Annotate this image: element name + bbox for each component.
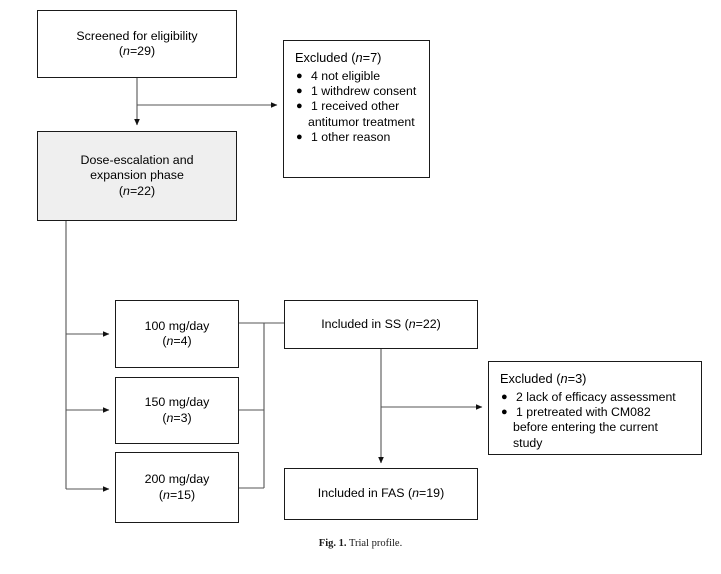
node-dose-200-line-2: (n=15) (159, 488, 195, 504)
paren-open: ( (162, 410, 167, 425)
bullet-icon: ● (296, 84, 303, 97)
paren-open: ( (118, 44, 124, 58)
node-included-fas-text: Included in FAS (n=19) (318, 486, 444, 502)
reason-text: 2 lack of efficacy assessment (516, 389, 676, 404)
node-included-ss-text: Included in SS (n=22) (321, 317, 441, 333)
italic-n: n (123, 183, 130, 198)
node-dose-200: 200 mg/day (n=15) (115, 452, 239, 523)
reason-text-continued: antitumor treatment (308, 114, 415, 129)
reason-text: 1 withdrew consent (311, 83, 417, 98)
node-dose-150-line-2: (n=3) (162, 411, 191, 427)
italic-n: n (166, 334, 174, 348)
node-dose-100: 100 mg/day (n=4) (115, 300, 239, 368)
node-dose-phase-line-2: expansion phase (90, 168, 184, 183)
excluded-bottom-title-prefix: Excluded ( (500, 371, 561, 386)
node-excluded-top: Excluded (n=7) ● 4 not eligible ● 1 with… (283, 40, 430, 178)
reason-text: 1 received other (311, 99, 400, 114)
node-included-fas: Included in FAS (n=19) (284, 468, 478, 520)
count-value: =4) (173, 334, 192, 348)
bullet-icon: ● (501, 390, 508, 403)
italic-n: n (166, 410, 174, 425)
count-value: =3) (173, 410, 192, 425)
count-value: =15) (169, 487, 196, 502)
node-dose-150: 150 mg/day (n=3) (115, 377, 239, 444)
paren-open: ( (158, 487, 164, 502)
reason-text: 1 pretreated with CM082 (516, 404, 651, 419)
reason-text: 4 not eligible (311, 68, 381, 83)
excluded-top-count: =7) (362, 50, 382, 65)
figure-caption: Fig. 1. Trial profile. (0, 538, 721, 549)
italic-n: n (355, 50, 363, 65)
node-dose-100-line-1: 100 mg/day (144, 318, 210, 333)
figure-caption-text: Trial profile. (348, 538, 403, 549)
node-dose-escalation-phase: Dose-escalation and expansion phase (n=2… (37, 131, 237, 221)
italic-n: n (123, 44, 130, 58)
list-item: ● 1 withdrew consent (295, 84, 421, 99)
paren-open: ( (162, 334, 167, 348)
italic-n: n (163, 487, 170, 502)
paren-open: ( (118, 183, 124, 198)
bullet-icon: ● (296, 100, 303, 113)
count-value: =29) (129, 44, 156, 58)
count-value: =22) (129, 183, 156, 198)
reason-text-continued-2: study (513, 435, 543, 450)
italic-n: n (408, 316, 416, 331)
included-ss-prefix: Included in SS ( (321, 316, 409, 331)
node-screened-for-eligibility: Screened for eligibility (n=29) (37, 10, 237, 78)
node-dose-100-line-2: (n=4) (162, 334, 191, 350)
excluded-bottom-reason-list: ● 2 lack of efficacy assessment ● 1 pret… (500, 390, 693, 452)
italic-n: n (412, 486, 420, 501)
figure-caption-label: Fig. 1. (318, 538, 347, 549)
node-screened-line-2: (n=29) (119, 44, 155, 60)
count-value: =19) (419, 486, 445, 501)
bullet-icon: ● (296, 131, 303, 144)
node-dose-phase-line-1: Dose-escalation and (80, 152, 194, 167)
list-item: ● 1 received other antitumor treatment (295, 99, 421, 130)
node-dose-150-line-1: 150 mg/day (144, 395, 210, 409)
node-screened-line-1: Screened for eligibility (76, 28, 198, 43)
node-included-ss: Included in SS (n=22) (284, 300, 478, 349)
excluded-bottom-title: Excluded (n=3) (500, 371, 693, 387)
excluded-top-title: Excluded (n=7) (295, 50, 421, 66)
excluded-top-reason-list: ● 4 not eligible ● 1 withdrew consent ● … (295, 69, 421, 146)
list-item: ● 1 pretreated with CM082 before enterin… (500, 405, 693, 451)
included-fas-prefix: Included in FAS ( (317, 486, 413, 501)
excluded-bottom-count: =3) (567, 371, 587, 386)
node-dose-phase-line-3: (n=22) (119, 184, 155, 200)
node-dose-200-line-1: 200 mg/day (144, 472, 210, 486)
list-item: ● 4 not eligible (295, 69, 421, 84)
count-value: =22) (415, 316, 441, 331)
node-excluded-bottom: Excluded (n=3) ● 2 lack of efficacy asse… (488, 361, 702, 455)
list-item: ● 1 other reason (295, 130, 421, 145)
excluded-top-title-prefix: Excluded ( (295, 50, 356, 65)
bullet-icon: ● (501, 405, 508, 418)
list-item: ● 2 lack of efficacy assessment (500, 390, 693, 405)
italic-n: n (560, 371, 568, 386)
bullet-icon: ● (296, 69, 303, 82)
reason-text-continued: before entering the current (513, 420, 658, 435)
reason-text: 1 other reason (311, 130, 391, 145)
